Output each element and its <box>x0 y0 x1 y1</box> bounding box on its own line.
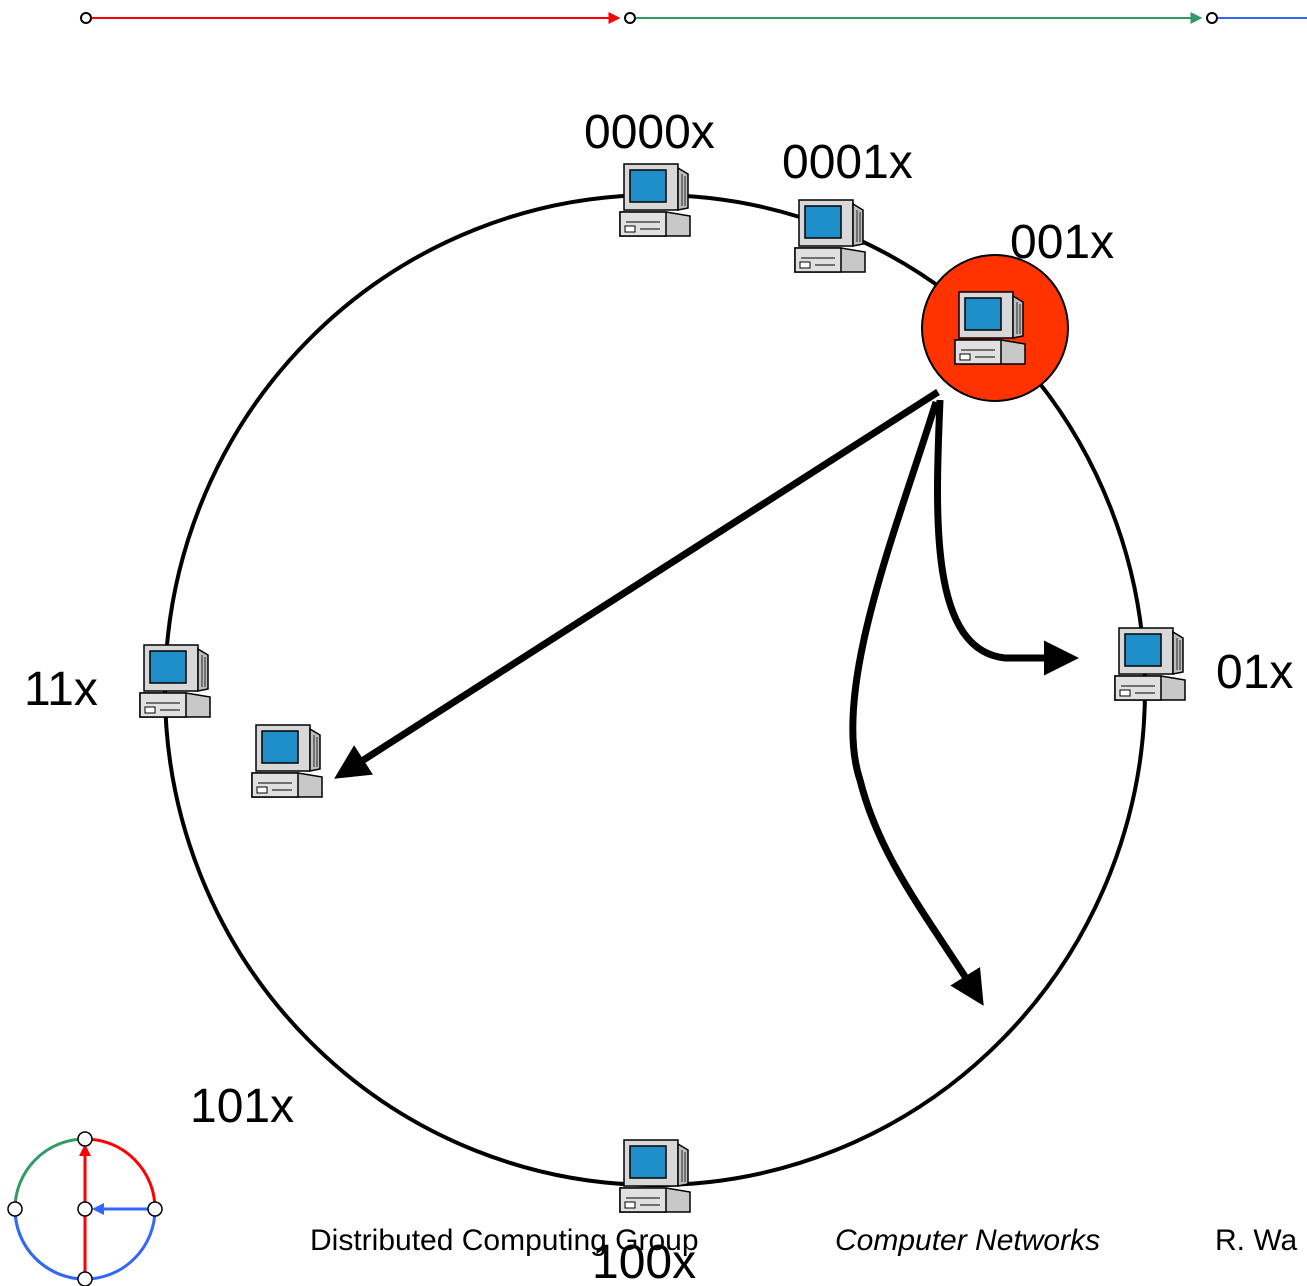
footer-course: Computer Networks <box>835 1224 1100 1257</box>
computer-icon <box>619 1139 691 1213</box>
computer-icon <box>794 199 866 273</box>
node-label-11x: 11x <box>24 663 98 716</box>
node-label-100x: 100x <box>592 1236 696 1286</box>
computer-icon <box>139 644 211 718</box>
footer-group: Distributed Computing Group <box>310 1224 699 1257</box>
computer-icon <box>251 724 323 798</box>
top-progress-bar <box>80 12 1307 24</box>
node-label-0001x: 0001x <box>782 136 913 189</box>
arrow-to-100x-region <box>849 400 984 1006</box>
node-label-101x: 101x <box>190 1080 294 1133</box>
dcg-logo <box>7 1131 163 1286</box>
footer-author: R. Wa <box>1215 1224 1298 1257</box>
arrow-to-01x <box>934 399 1079 676</box>
computer-icon <box>1114 627 1186 701</box>
routing-arrows <box>334 389 1079 1006</box>
computer-icon <box>619 163 691 237</box>
node-label-001x: 001x <box>1010 216 1114 269</box>
computer-icon <box>954 291 1026 365</box>
arrow-to-101x <box>334 389 940 779</box>
node-label-0000x: 0000x <box>584 106 715 159</box>
node-label-01x: 01x <box>1216 646 1293 699</box>
